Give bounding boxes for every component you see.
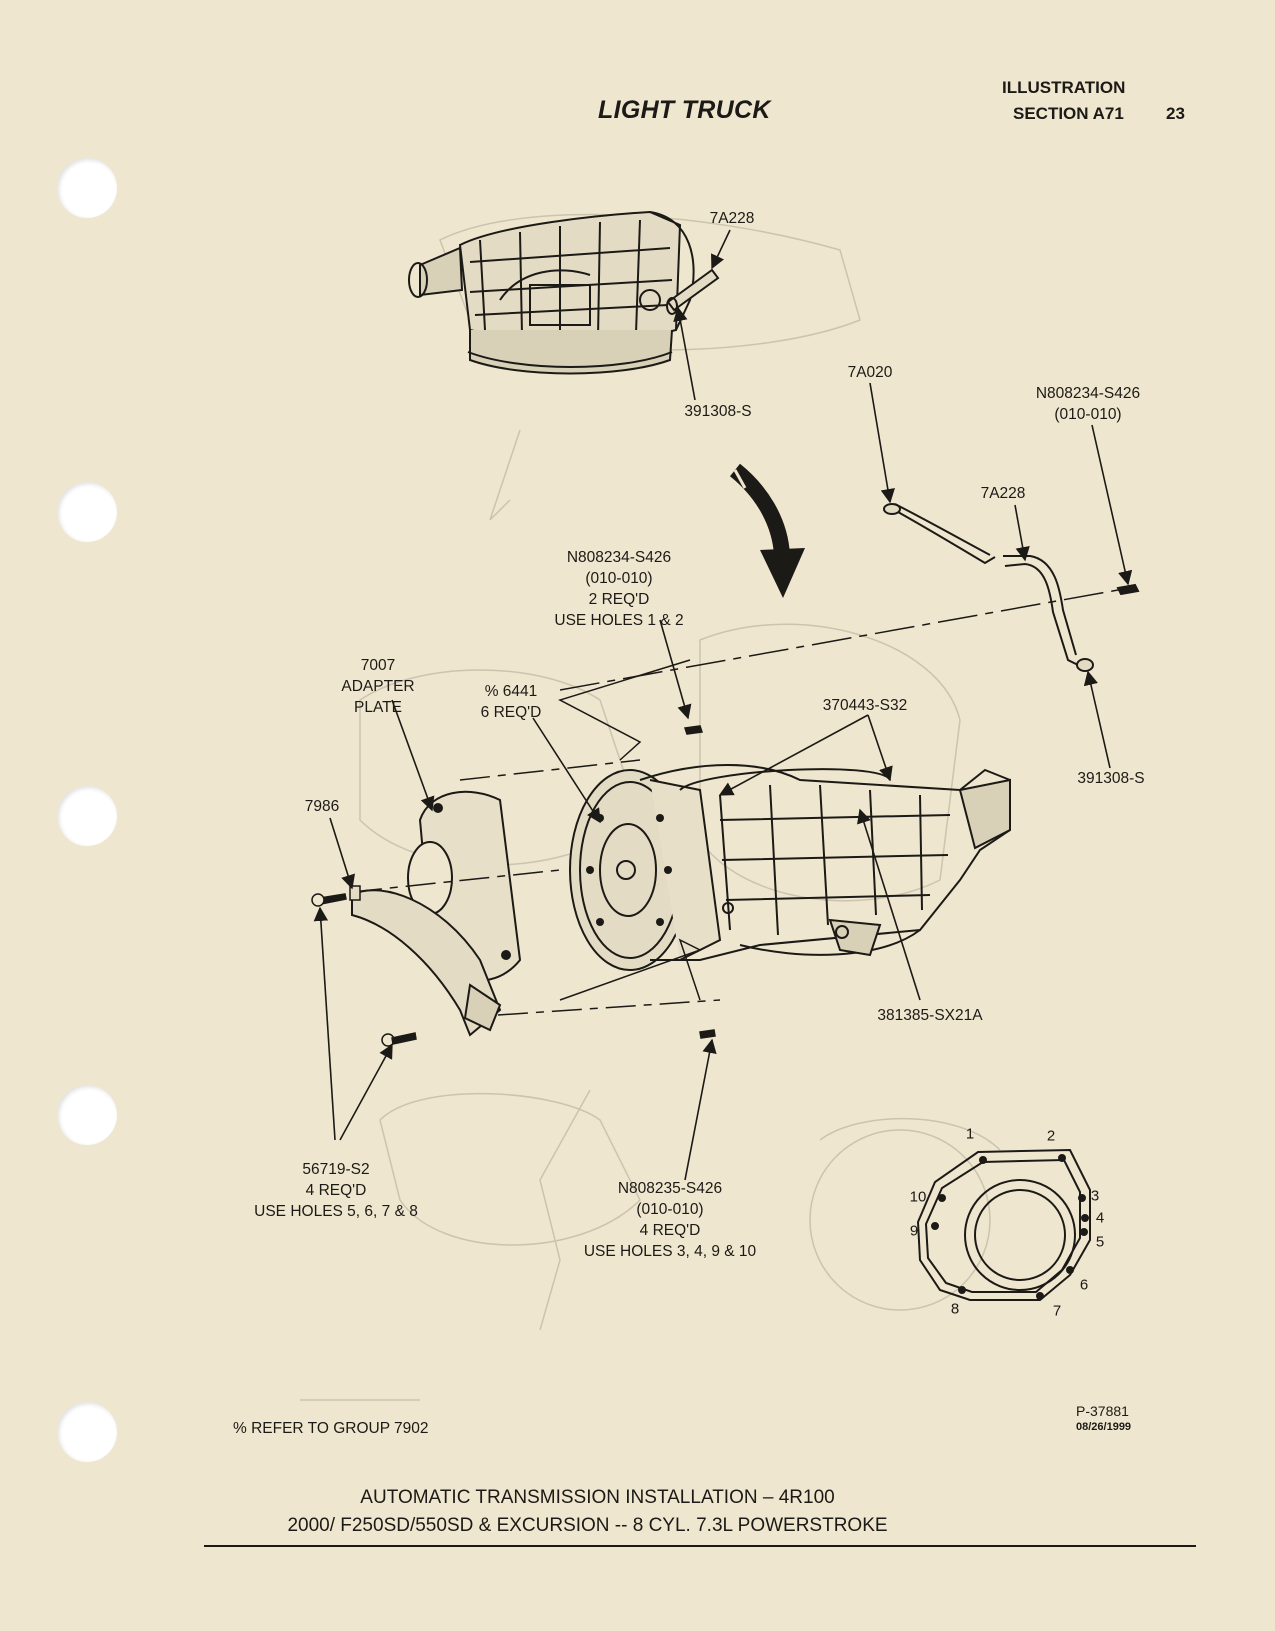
bolt-hole-pattern-diagram (916, 1148, 1091, 1301)
callout-6441: % 6441 6 REQ'D (480, 683, 542, 721)
callout-n808234-s426-right: N808234-S426 (010-010) (1035, 385, 1141, 423)
callout-391308-s-right: 391308-S (1077, 770, 1145, 787)
binder-hole (57, 482, 117, 542)
binder-hole (57, 1402, 117, 1462)
callout-7a020: 7A020 (847, 364, 893, 381)
alignment-lines (351, 589, 1119, 1016)
hole-number-8: 8 (950, 1300, 960, 1318)
section-label: SECTION A71 (1013, 104, 1124, 123)
callout-n808234-s426-holes-1-2: N808234-S426 (010-010) 2 REQ'D USE HOLES… (554, 549, 684, 629)
hole-number-1: 1 (965, 1125, 975, 1143)
upper-transmission-assembly (408, 210, 695, 375)
group-reference-note: % REFER TO GROUP 7902 (233, 1420, 429, 1437)
hole-number-10: 10 (909, 1188, 927, 1206)
hole-number-7: 7 (1052, 1302, 1062, 1320)
cooler-tube-upper (666, 268, 720, 315)
hole-number-9: 9 (909, 1222, 919, 1240)
callout-7a228-right: 7A228 (980, 485, 1026, 502)
callout-7986: 7986 (304, 798, 340, 815)
assembly-direction-arrow (729, 463, 805, 598)
illustration-label: ILLUSTRATION (1002, 78, 1126, 97)
caption-line-1: AUTOMATIC TRANSMISSION INSTALLATION – 4R… (360, 1487, 835, 1508)
bolts (311, 725, 716, 1047)
hole-number-2: 2 (1046, 1127, 1056, 1145)
binder-hole (57, 1085, 117, 1145)
caption-line-2: 2000/ F250SD/550SD & EXCURSION -- 8 CYL.… (287, 1515, 888, 1536)
callout-7007-adapter-plate: 7007 ADAPTER PLATE (341, 657, 415, 716)
hole-number-6: 6 (1079, 1276, 1089, 1294)
bleed-through-ghost (300, 213, 1001, 1401)
callout-381385-sx21a: 381385-SX21A (877, 1007, 983, 1024)
footer-rule (204, 1545, 1196, 1547)
callout-370443-s32: 370443-S32 (822, 697, 908, 714)
hole-number-5: 5 (1095, 1233, 1105, 1251)
hole-number-4: 4 (1095, 1209, 1105, 1227)
illustration-part-number: P-37881 08/26/1999 (1076, 1403, 1132, 1433)
callout-56719-s2: 56719-S2 4 REQ'D USE HOLES 5, 6, 7 & 8 (254, 1161, 418, 1220)
page-title: LIGHT TRUCK (598, 96, 771, 124)
page-number: 23 (1166, 104, 1185, 123)
cooler-tube-right (883, 503, 1140, 672)
callout-n808235-s426: N808235-S426 (010-010) 4 REQ'D USE HOLES… (583, 1180, 757, 1260)
hole-number-3: 3 (1090, 1187, 1100, 1205)
callout-7a228-top: 7A228 (709, 210, 755, 227)
binder-hole (57, 786, 117, 846)
main-transmission-assembly (569, 764, 1011, 971)
binder-hole (57, 158, 117, 218)
leader-lines (313, 229, 1133, 1181)
callout-391308-s-top: 391308-S (684, 403, 752, 420)
dust-cover (351, 889, 502, 1037)
